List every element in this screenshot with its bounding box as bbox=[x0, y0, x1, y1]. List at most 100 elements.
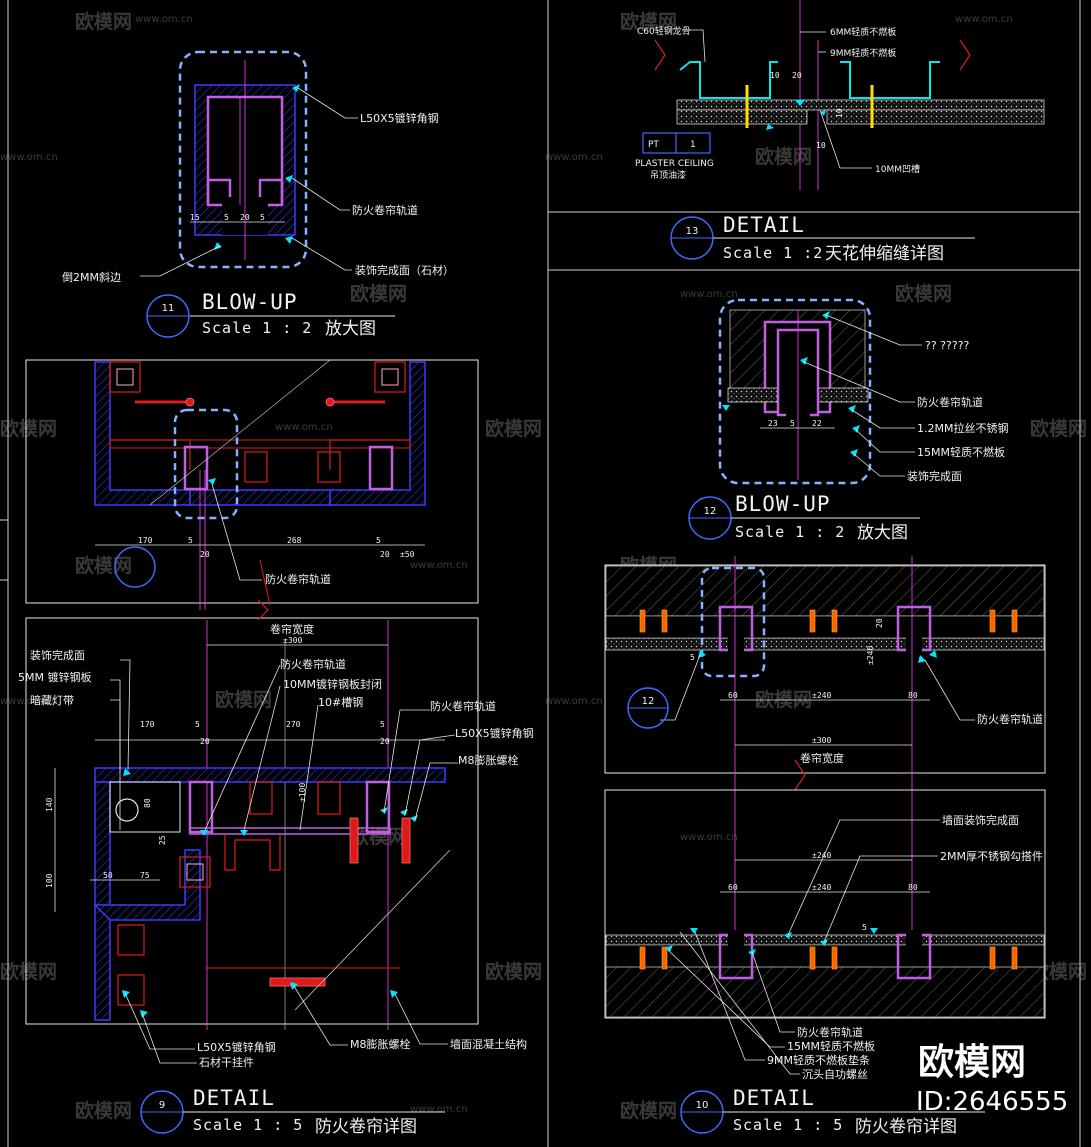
label-angle-steel: L50X5镀锌角钢 bbox=[360, 111, 439, 125]
watermark-url: www.om.cn bbox=[0, 152, 58, 163]
svg-text:欧模网: 欧模网 bbox=[1030, 417, 1087, 440]
svg-text:吊顶油漆: 吊顶油漆 bbox=[650, 169, 686, 181]
watermark: 欧模网 bbox=[1030, 417, 1087, 440]
svg-text:5: 5 bbox=[380, 720, 385, 729]
label-rail: 防火卷帘轨道 bbox=[352, 203, 418, 217]
label-board-15mm: 15MM轻质不燃板 bbox=[787, 1039, 875, 1053]
svg-text:DETAIL: DETAIL bbox=[723, 213, 805, 237]
svg-text:Scale 1 : 2: Scale 1 : 2 bbox=[202, 319, 312, 337]
watermark-url: www.om.cn bbox=[545, 152, 603, 163]
watermark: 欧模网 bbox=[75, 554, 132, 577]
label-board-15mm: 15MM轻质不燃板 bbox=[917, 445, 1005, 459]
label-rail-2: 防火卷帘轨道 bbox=[430, 699, 496, 713]
title-block: 13 DETAIL Scale 1 :2 天花伸缩缝详图 bbox=[670, 213, 975, 264]
label-bolt-2: M8膨胀螺栓 bbox=[350, 1037, 411, 1051]
svg-text:www.om.cn: www.om.cn bbox=[410, 1104, 468, 1115]
svg-text:12: 12 bbox=[642, 696, 655, 707]
title-block: 11 BLOW-UP Scale 1 : 2 放大图 bbox=[146, 290, 395, 339]
label-finish: 装饰完成面 bbox=[30, 648, 85, 662]
label-curtain-width: 卷帘宽度 bbox=[270, 622, 314, 636]
svg-text:Scale 1 : 2: Scale 1 : 2 bbox=[735, 523, 845, 541]
watermark: 欧模网 bbox=[215, 688, 272, 711]
svg-text:20: 20 bbox=[200, 550, 210, 559]
callout-12: 12 bbox=[627, 687, 669, 729]
label-keel: C60轻钢龙骨 bbox=[637, 25, 691, 37]
svg-text:www.om.cn: www.om.cn bbox=[545, 696, 603, 707]
svg-text:20: 20 bbox=[240, 213, 250, 222]
svg-text:欧模网: 欧模网 bbox=[895, 282, 952, 305]
svg-text:欧模网: 欧模网 bbox=[0, 417, 57, 440]
svg-text:www.om.cn: www.om.cn bbox=[0, 152, 58, 163]
label-finish: 装饰完成面 bbox=[907, 469, 962, 483]
label-finish: 装饰完成面（石材） bbox=[355, 263, 454, 277]
label-chamfer: 倒2MM斜边 bbox=[62, 271, 121, 284]
label-board-9mm-strip: 9MM轻质不燃板垫条 bbox=[767, 1053, 870, 1067]
watermark: 欧模网 bbox=[485, 417, 542, 440]
brand-logo: 欧模网 bbox=[918, 1042, 1026, 1083]
svg-text:268: 268 bbox=[287, 536, 302, 545]
svg-text:放大图: 放大图 bbox=[857, 523, 908, 543]
svg-text:11: 11 bbox=[162, 303, 175, 314]
svg-text:www.om.cn: www.om.cn bbox=[410, 560, 468, 571]
dimensions: ±240 60 ±240 80 5 bbox=[720, 851, 930, 932]
svg-text:防火卷帘详图: 防火卷帘详图 bbox=[855, 1117, 957, 1137]
svg-text:170: 170 bbox=[140, 720, 155, 729]
title-block: 12 BLOW-UP Scale 1 : 2 放大图 bbox=[688, 492, 920, 543]
dimensions: 60 ±240 80 ±300 20 5 ±240 bbox=[690, 618, 930, 746]
watermark: 欧模网 bbox=[485, 960, 542, 983]
watermark: 欧模网 bbox=[895, 282, 952, 305]
watermark-url: www.om.cn bbox=[410, 560, 468, 571]
svg-text:Scale 1 : 5: Scale 1 : 5 bbox=[193, 1116, 303, 1134]
svg-text:欧模网: 欧模网 bbox=[620, 10, 677, 33]
watermark-url: www.om.cn bbox=[135, 14, 193, 25]
label-stone-hanger: 石材干挂件 bbox=[199, 1055, 254, 1069]
svg-text:欧模网: 欧模网 bbox=[755, 688, 812, 711]
watermark-url: www.om.cn bbox=[0, 696, 58, 707]
watermark-url: www.om.cn bbox=[680, 289, 738, 300]
svg-text:13: 13 bbox=[686, 226, 699, 237]
svg-text:DETAIL: DETAIL bbox=[733, 1086, 815, 1110]
svg-text:±240: ±240 bbox=[812, 851, 831, 860]
watermark: 欧模网 bbox=[75, 1099, 132, 1122]
svg-text:23: 23 bbox=[768, 419, 778, 428]
svg-text:22: 22 bbox=[812, 419, 822, 428]
svg-text:9: 9 bbox=[159, 1100, 165, 1111]
svg-text:防火卷帘详图: 防火卷帘详图 bbox=[315, 1117, 417, 1137]
detail-10-section: 60 ±240 80 ±300 20 5 ±240 卷帘宽度 防火卷帘轨道 12 bbox=[604, 556, 1046, 1137]
title-block: 10 DETAIL Scale 1 : 5 防火卷帘详图 bbox=[680, 1086, 985, 1137]
label-light-strip: 暗藏灯带 bbox=[30, 693, 74, 707]
watermark-url: www.om.cn bbox=[955, 14, 1013, 25]
svg-text:20: 20 bbox=[875, 618, 884, 628]
svg-text:±100: ±100 bbox=[298, 783, 307, 802]
label-rail-1: 防火卷帘轨道 bbox=[280, 657, 346, 671]
svg-text:BLOW-UP: BLOW-UP bbox=[202, 290, 298, 314]
svg-text:www.om.cn: www.om.cn bbox=[545, 152, 603, 163]
watermark: 欧模网 bbox=[620, 1099, 677, 1122]
watermark: 欧模网 bbox=[0, 417, 57, 440]
svg-text:20: 20 bbox=[792, 71, 802, 80]
svg-text:75: 75 bbox=[140, 871, 150, 880]
dimensions: ±300 170 5 20 270 5 20 140 80 25 100 50 … bbox=[45, 636, 445, 912]
svg-text:20: 20 bbox=[380, 550, 390, 559]
svg-text:60: 60 bbox=[728, 883, 738, 892]
svg-text:欧模网: 欧模网 bbox=[215, 688, 272, 711]
label-screw: 沉头自功螺丝 bbox=[802, 1068, 868, 1081]
svg-text:5: 5 bbox=[188, 536, 193, 545]
svg-text:15: 15 bbox=[190, 213, 200, 222]
watermark: 欧模网 bbox=[350, 282, 407, 305]
svg-text:±50: ±50 bbox=[400, 550, 415, 559]
svg-text:欧模网: 欧模网 bbox=[350, 825, 407, 848]
svg-text:www.om.cn: www.om.cn bbox=[135, 14, 193, 25]
label-wall-finish: 墙面装饰完成面 bbox=[942, 813, 1019, 827]
svg-text:20: 20 bbox=[200, 737, 210, 746]
svg-text:5: 5 bbox=[790, 419, 795, 428]
svg-text:10: 10 bbox=[696, 1100, 709, 1111]
label-bolt: M8膨胀螺栓 bbox=[458, 753, 519, 767]
watermark: 欧模网 bbox=[0, 960, 57, 983]
svg-text:放大图: 放大图 bbox=[325, 319, 376, 339]
svg-text:Scale 1 : 5: Scale 1 : 5 bbox=[733, 1116, 843, 1134]
label-groove: 10MM凹槽 bbox=[875, 163, 920, 175]
svg-text:欧模网: 欧模网 bbox=[485, 960, 542, 983]
svg-text:50: 50 bbox=[103, 871, 113, 880]
rail-profile bbox=[206, 178, 284, 205]
